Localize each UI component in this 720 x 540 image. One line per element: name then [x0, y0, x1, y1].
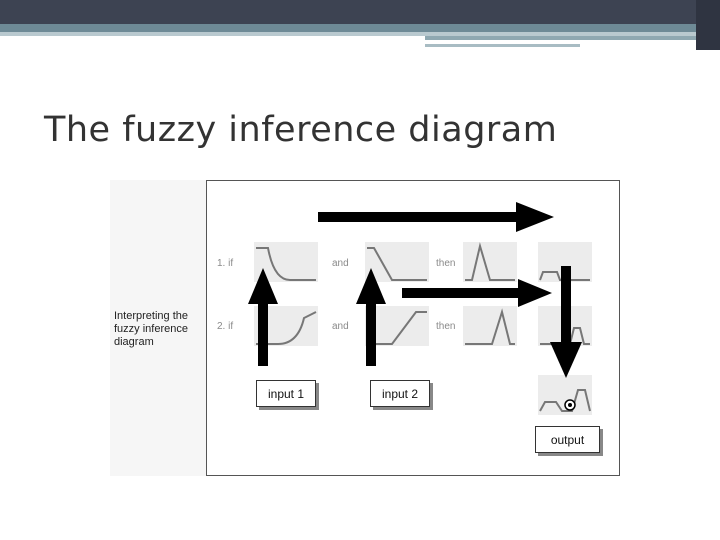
- diagram-backdrop: [110, 180, 206, 476]
- header-band: [0, 24, 696, 32]
- slide-title: The fuzzy inference diagram: [44, 110, 558, 150]
- rule-1-then-label: then: [436, 258, 456, 269]
- output-box: output: [535, 426, 600, 453]
- header-bar: [0, 0, 720, 50]
- header-accent-stripe-short: [425, 44, 580, 47]
- rule-2-and-label: and: [332, 321, 349, 332]
- input-2-box: input 2: [370, 380, 430, 407]
- header-band-light: [0, 32, 696, 36]
- rule-1-label: 1. if: [217, 258, 234, 269]
- diagram-caption: Interpreting the fuzzy inference diagram: [114, 310, 188, 348]
- rule-2-label: 2. if: [217, 321, 234, 332]
- rule-1-and-label: and: [332, 258, 349, 269]
- rule-2-then-label: then: [436, 321, 456, 332]
- input-1-box: input 1: [256, 380, 316, 407]
- header-accent-stripe: [425, 36, 696, 40]
- header-cap: [696, 0, 720, 50]
